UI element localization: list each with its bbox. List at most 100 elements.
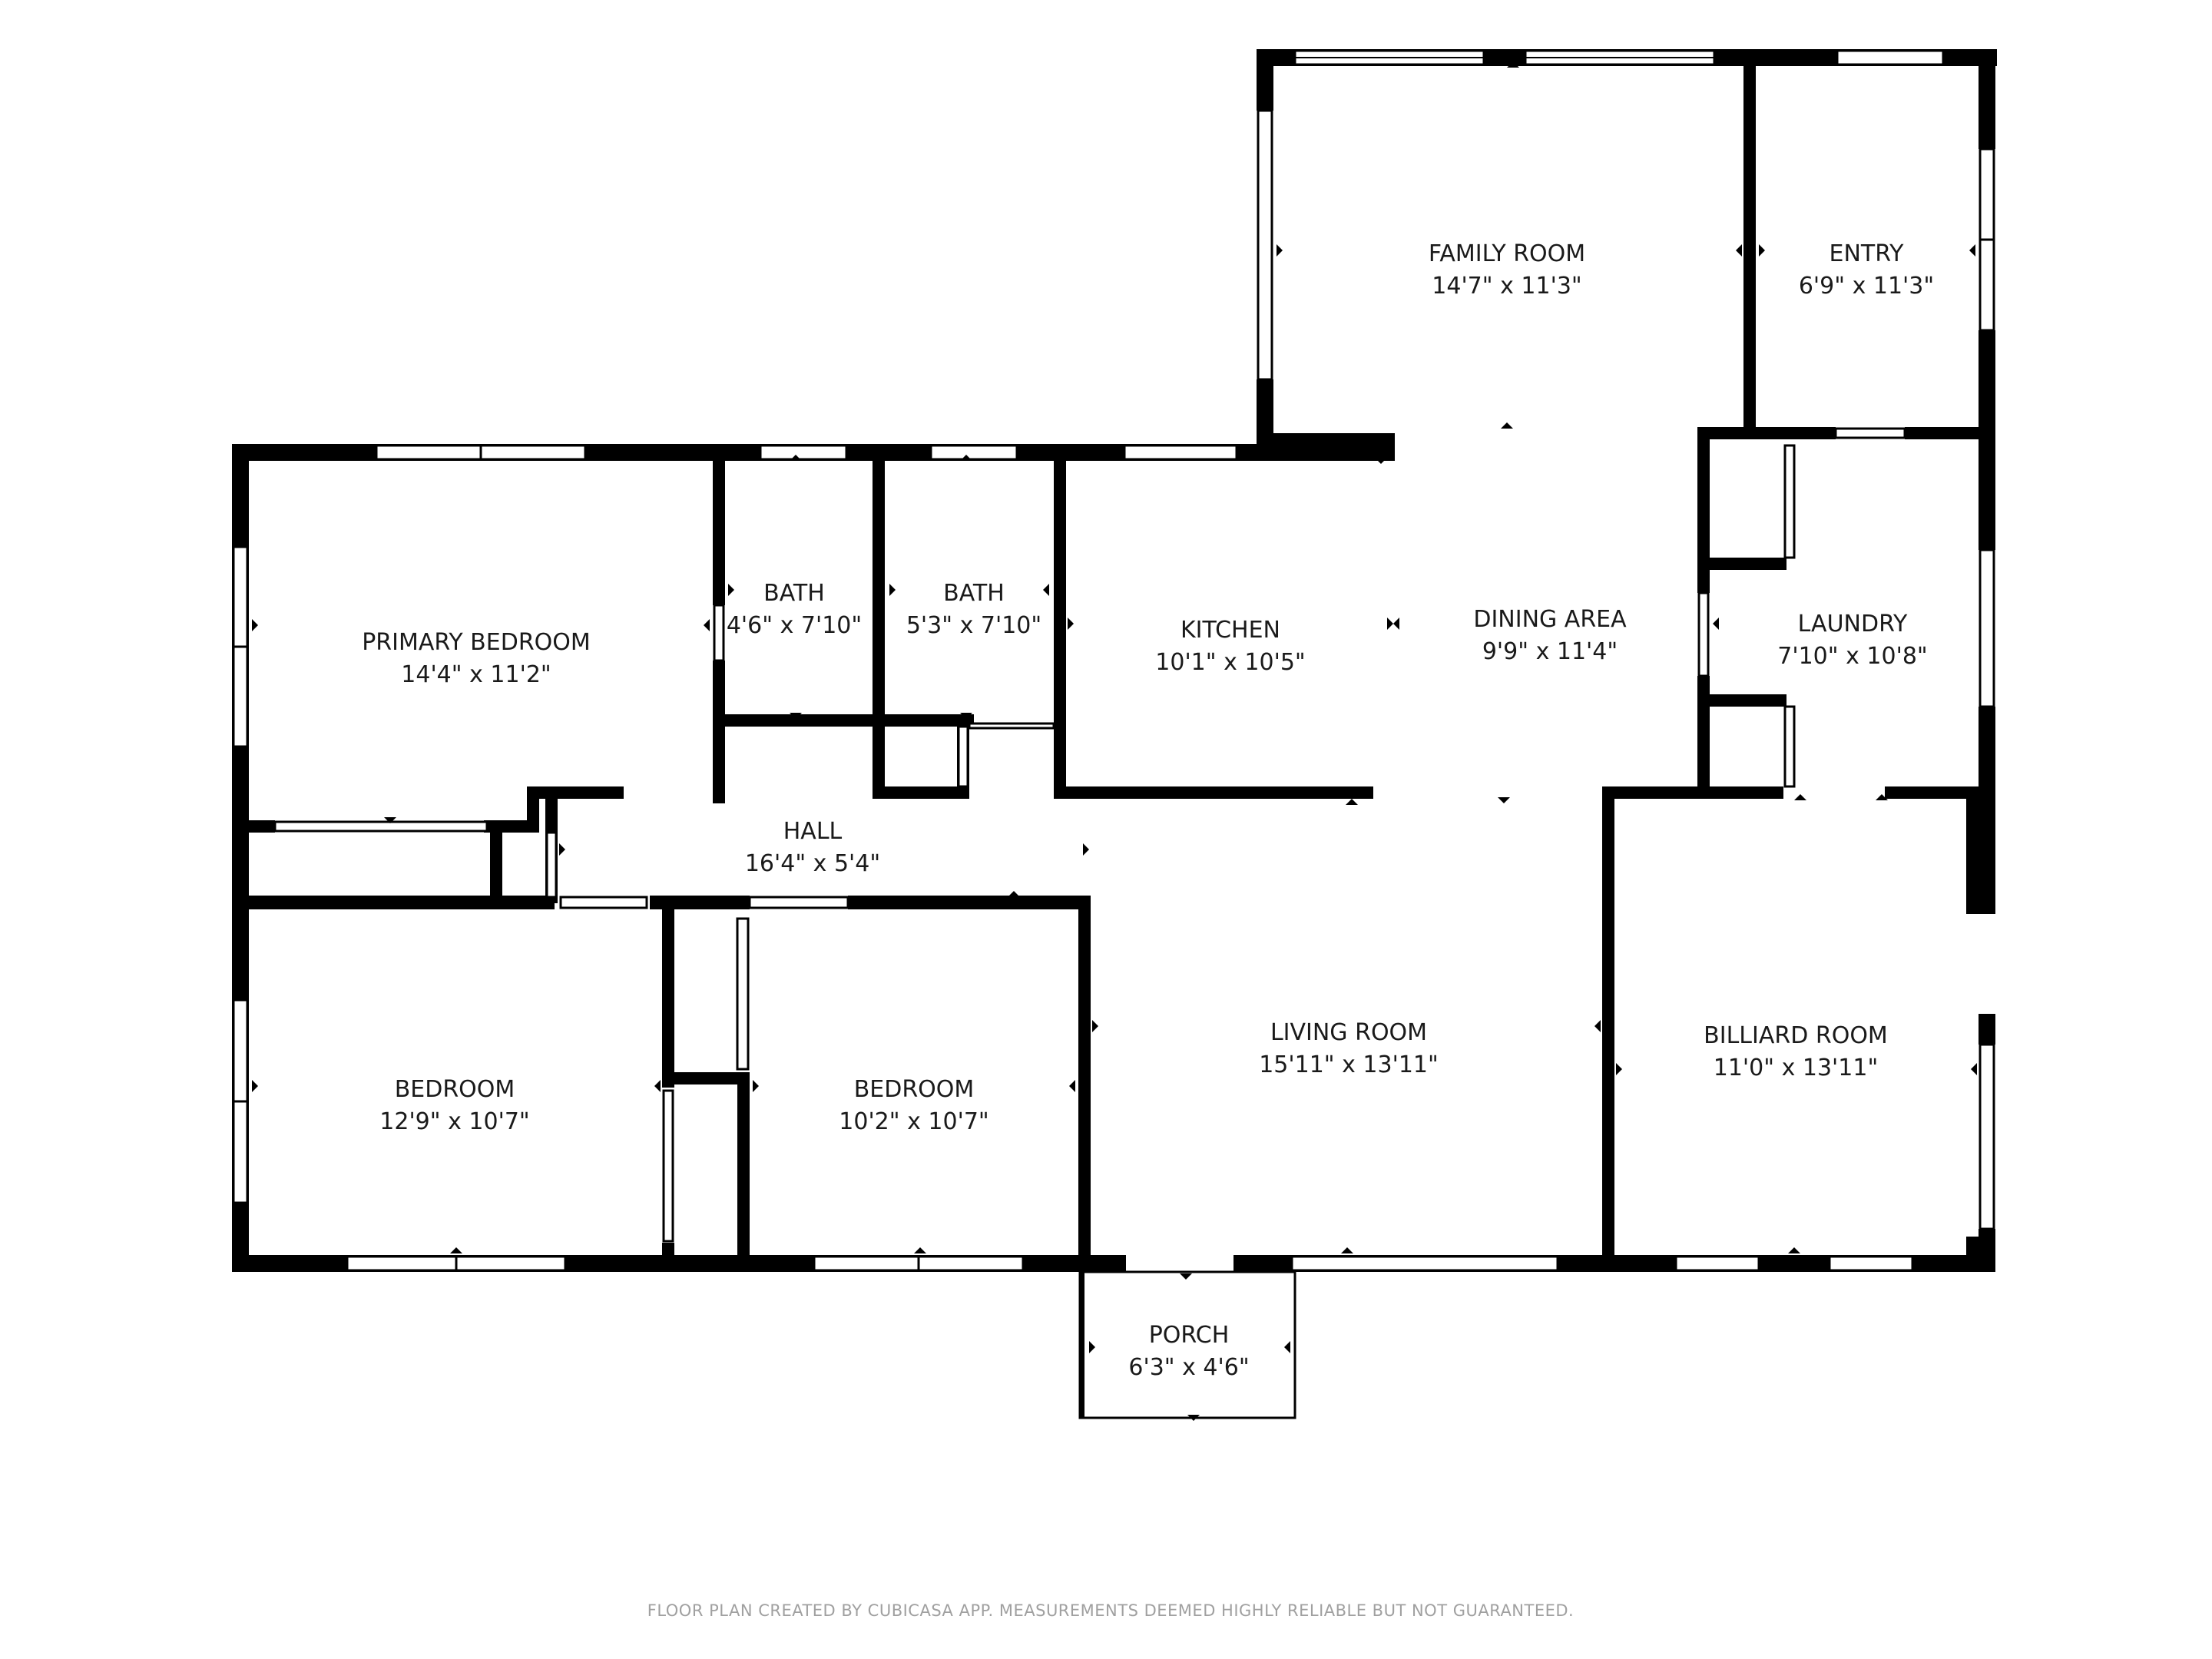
marker: [1069, 1080, 1075, 1092]
wall-bedroom-closet-mid: [662, 1072, 750, 1084]
marker: [450, 903, 462, 909]
marker: [384, 817, 396, 823]
window: [1674, 1255, 1760, 1272]
marker: [1043, 584, 1049, 596]
marker: [1341, 1247, 1353, 1253]
marker: [1375, 458, 1387, 464]
porch-left-post: [1080, 1272, 1084, 1418]
window: [375, 444, 482, 461]
marker: [790, 713, 802, 719]
wall-primary-closet-top: [527, 786, 624, 799]
marker: [889, 584, 896, 596]
window: [1123, 444, 1238, 461]
room-name-dining-area: DINING AREA: [1473, 606, 1627, 633]
wall-main-right-billiard2: [1979, 1014, 1995, 1045]
wall-main-right-corner: [1966, 1237, 1995, 1272]
marker: [1008, 891, 1020, 897]
marker: [1759, 244, 1765, 257]
wall-kitchen-bottom: [1054, 786, 1373, 799]
wall-entry-bottom-right: [1905, 427, 1995, 439]
window: [1979, 1043, 1995, 1230]
wall-entry-right-lower: [1979, 330, 1995, 430]
marker: [654, 1080, 661, 1092]
windows: [232, 49, 1995, 1272]
closet-door: [662, 1089, 674, 1243]
closet-door: [545, 831, 558, 899]
room-labels: FAMILY ROOM 14'7" x 11'3" ENTRY 6'9" x 1…: [362, 240, 1934, 1381]
room-name-primary-bedroom: PRIMARY BEDROOM: [362, 629, 591, 656]
room-name-bedroom-2: BEDROOM: [854, 1076, 975, 1103]
room-dims-bedroom-2: 10'2" x 10'7": [839, 1108, 988, 1135]
marker: [728, 584, 734, 596]
window: [929, 444, 1018, 461]
window: [232, 645, 249, 748]
door-frame: [968, 722, 1055, 730]
marker: [908, 903, 920, 909]
wall-main-right-laundry: [1979, 427, 1995, 550]
room-dims-primary-bedroom: 14'4" x 11'2": [401, 661, 551, 688]
room-dims-porch: 6'3" x 4'6": [1128, 1354, 1249, 1381]
marker: [704, 619, 710, 631]
marker: [753, 1080, 759, 1092]
closet-door: [273, 820, 488, 833]
marker: [1736, 244, 1742, 257]
marker: [1498, 797, 1510, 803]
room-name-family-room: FAMILY ROOM: [1429, 240, 1585, 267]
window: [479, 444, 587, 461]
closet-door: [1783, 705, 1796, 788]
room-name-bath-1: BATH: [763, 580, 825, 607]
window: [1834, 427, 1906, 439]
wall-bath-kitchen-divider: [1054, 444, 1066, 797]
wall-bedrooms-top-left: [232, 896, 555, 909]
wall-main-right-billiard: [1966, 791, 1995, 914]
room-name-living-room: LIVING ROOM: [1270, 1019, 1427, 1046]
window: [346, 1255, 458, 1272]
closet-door: [559, 896, 648, 909]
marker: [1876, 794, 1888, 800]
marker: [1187, 1415, 1200, 1421]
wall-entry-right-upper: [1979, 49, 1995, 149]
wall-laundry-shelf2: [1697, 694, 1786, 707]
room-dims-bedroom-1: 12'9" x 10'7": [379, 1108, 529, 1135]
marker: [1594, 1020, 1601, 1032]
marker: [1387, 618, 1393, 630]
room-dims-billiard-room: 11'0" x 13'11": [1714, 1055, 1879, 1081]
wall-laundry-bottom: [1602, 786, 1783, 799]
marker: [1068, 618, 1074, 630]
wall-family-left-upper: [1257, 49, 1273, 111]
marker: [790, 455, 802, 461]
wall-bath-bath-divider: [873, 444, 885, 790]
room-name-porch: PORCH: [1149, 1322, 1230, 1349]
room-name-kitchen: KITCHEN: [1181, 617, 1280, 644]
marker: [1277, 244, 1283, 257]
room-name-bedroom-1: BEDROOM: [395, 1076, 515, 1103]
room-name-laundry: LAUNDRY: [1798, 611, 1908, 637]
wall-laundry-bottom-right: [1885, 786, 1995, 799]
marker: [252, 1080, 258, 1092]
window: [1979, 147, 1995, 241]
marker: [252, 619, 258, 631]
room-dims-hall: 16'4" x 5'4": [745, 850, 880, 877]
marker: [1713, 618, 1719, 630]
window: [1836, 49, 1945, 66]
marker: [1092, 1020, 1098, 1032]
window: [813, 1255, 920, 1272]
marker: [559, 843, 565, 856]
room-dims-entry: 6'9" x 11'3": [1799, 273, 1934, 300]
marker: [1180, 1273, 1192, 1280]
room-dims-living-room: 15'11" x 13'11": [1259, 1051, 1439, 1078]
room-dims-dining-area: 9'9" x 11'4": [1482, 638, 1618, 665]
window: [1979, 548, 1995, 708]
window: [759, 444, 848, 461]
marker: [1501, 422, 1513, 429]
wall-entry-bottom: [1697, 427, 1836, 439]
wall-bath2-bottom-stub: [873, 786, 969, 799]
room-dims-kitchen: 10'1" x 10'5": [1155, 649, 1305, 676]
marker: [1616, 1063, 1622, 1075]
closet-door: [748, 896, 849, 909]
window: [232, 545, 249, 648]
marker: [1089, 1341, 1095, 1353]
closet-door: [1783, 444, 1796, 559]
marker: [450, 1247, 462, 1253]
